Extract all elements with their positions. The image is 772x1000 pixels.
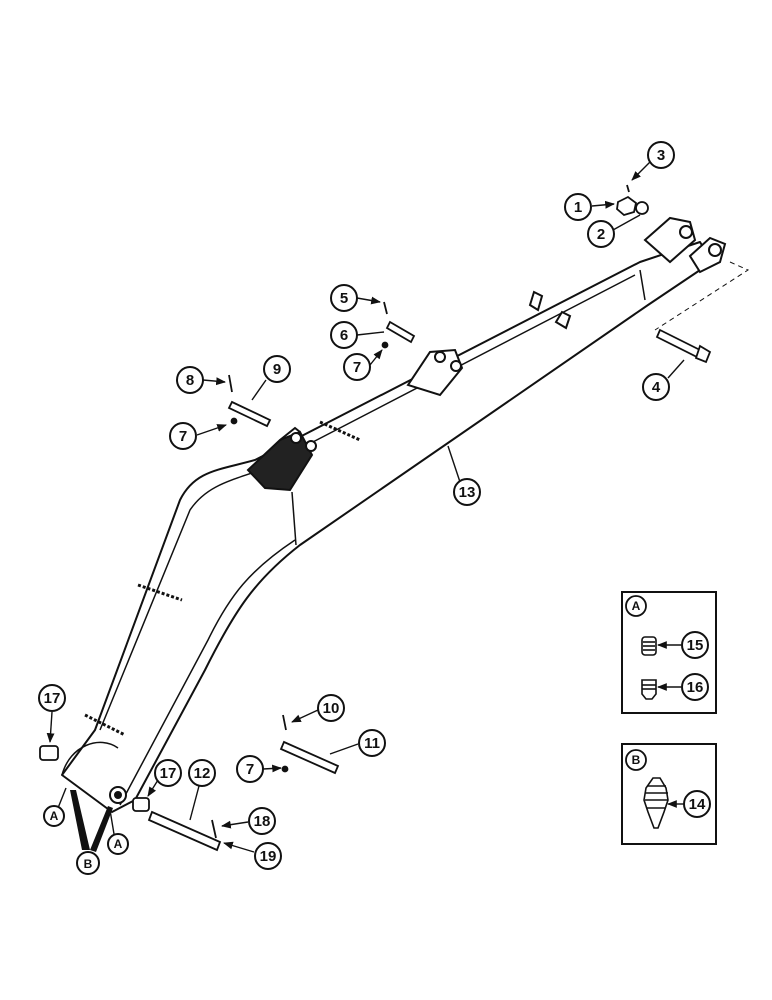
svg-text:7: 7 <box>353 359 361 376</box>
callout-17-left: 17 <box>38 684 66 712</box>
callout-7-top: 7 <box>343 353 371 381</box>
inset-a: A 15 16 <box>621 591 717 714</box>
parts <box>39 184 750 852</box>
callout-3: 3 <box>647 141 675 169</box>
svg-text:8: 8 <box>186 372 194 389</box>
callout-10: 10 <box>317 694 345 722</box>
svg-text:4: 4 <box>652 379 661 396</box>
svg-text:18: 18 <box>254 813 271 830</box>
svg-text:B: B <box>84 857 93 871</box>
svg-text:A: A <box>632 599 641 613</box>
svg-text:9: 9 <box>273 361 281 378</box>
svg-text:17: 17 <box>160 765 177 782</box>
cotter-pin-part <box>626 184 630 193</box>
callout-6: 6 <box>330 321 358 349</box>
svg-text:17: 17 <box>44 690 61 707</box>
callout-1: 1 <box>564 193 592 221</box>
callout-7-bottom: 7 <box>236 755 264 783</box>
svg-text:19: 19 <box>260 848 277 865</box>
plug-part-15 <box>641 636 657 656</box>
boom-arm <box>61 241 713 813</box>
boom-foot-bosses <box>109 786 127 804</box>
svg-text:3: 3 <box>657 147 665 164</box>
svg-text:13: 13 <box>459 484 476 501</box>
svg-text:2: 2 <box>597 226 605 243</box>
svg-text:6: 6 <box>340 327 348 344</box>
callout-12: 12 <box>188 759 216 787</box>
svg-text:10: 10 <box>323 700 340 717</box>
callout-9: 9 <box>263 355 291 383</box>
callout-13: 13 <box>453 478 481 506</box>
detail-marker-b: B <box>76 851 100 875</box>
callout-19: 19 <box>254 842 282 870</box>
callout-11: 11 <box>358 729 386 757</box>
pin-part-11 <box>279 740 340 775</box>
bushing-part <box>39 745 59 761</box>
pin-part-6 <box>385 320 416 344</box>
svg-text:15: 15 <box>687 637 704 654</box>
bushing-part <box>132 797 150 812</box>
svg-text:14: 14 <box>689 796 706 813</box>
svg-text:1: 1 <box>574 199 582 216</box>
svg-text:7: 7 <box>246 761 254 778</box>
svg-text:A: A <box>50 809 59 823</box>
fitting-part-16 <box>641 679 657 700</box>
pin-part-12 <box>147 810 222 852</box>
callout-2: 2 <box>587 220 615 248</box>
detail-marker-a-right: A <box>107 833 129 855</box>
boom-tip <box>643 216 727 274</box>
grease-fitting-part-14 <box>643 777 669 829</box>
callout-5: 5 <box>330 284 358 312</box>
callout-8: 8 <box>176 366 204 394</box>
svg-text:16: 16 <box>687 679 704 696</box>
svg-text:B: B <box>632 753 641 767</box>
detail-marker-a-left: A <box>43 805 65 827</box>
nut-part <box>616 195 638 217</box>
callout-7-left: 7 <box>169 422 197 450</box>
top-lugs <box>528 290 572 330</box>
callout-17-right: 17 <box>154 759 182 787</box>
leader-lines <box>46 161 685 853</box>
svg-text:11: 11 <box>364 735 380 752</box>
svg-text:5: 5 <box>340 290 348 307</box>
svg-text:7: 7 <box>179 428 187 445</box>
elbow-bracket <box>246 426 317 492</box>
svg-text:A: A <box>114 837 123 851</box>
mid-bracket <box>406 348 464 397</box>
detail-b-pointers <box>70 790 113 852</box>
pin-part-4 <box>655 328 702 359</box>
inset-b: B 14 <box>621 743 717 845</box>
svg-text:12: 12 <box>194 765 211 782</box>
washer-part <box>635 201 649 215</box>
callout-4: 4 <box>642 373 670 401</box>
pin-part-9 <box>227 400 272 428</box>
callout-18: 18 <box>248 807 276 835</box>
